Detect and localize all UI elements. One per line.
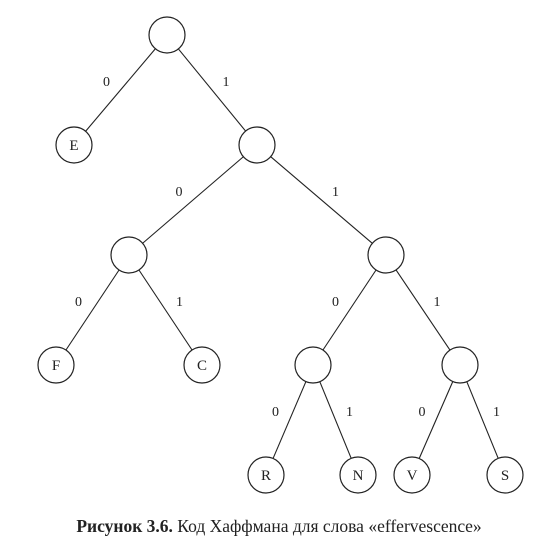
tree-edge <box>177 48 247 132</box>
edge-label-0: 0 <box>332 295 339 310</box>
edge-label-0: 0 <box>419 405 426 420</box>
tree-edge <box>319 381 352 459</box>
edge-label-1: 1 <box>346 405 353 420</box>
huffman-tree: 0 1 0 0 1 1 0 0 1 1 0 1 E F C R N V S <box>37 16 524 494</box>
node-label: F <box>52 358 60 374</box>
leaf-node-n: N <box>339 456 377 494</box>
tree-edge <box>466 381 499 459</box>
internal-node <box>110 236 148 274</box>
node-circle <box>367 236 405 274</box>
tree-edge <box>138 269 193 351</box>
leaf-node-s: S <box>486 456 524 494</box>
leaf-node-r: R <box>247 456 285 494</box>
tree-edge <box>322 269 377 351</box>
tree-edge <box>142 156 244 244</box>
node-circle <box>441 346 479 384</box>
node-circle <box>393 456 431 494</box>
node-circle <box>55 126 93 164</box>
edge-label-0: 0 <box>75 295 82 310</box>
edge-label-1: 1 <box>223 75 230 90</box>
edge-label-0: 0 <box>272 405 279 420</box>
internal-node <box>148 16 186 54</box>
edges-layer <box>65 48 499 459</box>
leaf-node-e: E <box>55 126 93 164</box>
node-label: R <box>261 468 271 484</box>
tree-edge <box>85 48 156 132</box>
tree-edge <box>270 156 373 244</box>
nodes-layer: E F C R N V S <box>37 16 524 494</box>
edge-label-1: 1 <box>176 295 183 310</box>
figure-caption: Рисунок 3.6. Код Хаффмана для слова «eff… <box>0 516 558 537</box>
node-label: E <box>69 138 78 154</box>
node-circle <box>486 456 524 494</box>
edge-label-1: 1 <box>332 185 339 200</box>
edge-label-1: 1 <box>434 295 441 310</box>
node-label: N <box>353 468 364 484</box>
node-circle <box>183 346 221 384</box>
edge-label-0: 0 <box>103 75 110 90</box>
tree-edge <box>395 269 451 351</box>
edge-labels-layer: 0 1 0 0 1 1 0 0 1 1 0 1 <box>75 75 500 420</box>
node-label: S <box>501 468 509 484</box>
node-circle <box>148 16 186 54</box>
leaf-node-c: C <box>183 346 221 384</box>
node-circle <box>238 126 276 164</box>
node-circle <box>247 456 285 494</box>
node-circle <box>37 346 75 384</box>
internal-node <box>367 236 405 274</box>
tree-edge <box>418 381 454 459</box>
node-label: C <box>197 358 207 374</box>
node-circle <box>339 456 377 494</box>
tree-edge <box>272 381 307 459</box>
internal-node <box>238 126 276 164</box>
leaf-node-v: V <box>393 456 431 494</box>
node-circle <box>294 346 332 384</box>
leaf-node-f: F <box>37 346 75 384</box>
internal-node <box>294 346 332 384</box>
edge-label-0: 0 <box>176 185 183 200</box>
tree-edge <box>65 269 120 351</box>
internal-node <box>441 346 479 384</box>
node-label: V <box>407 468 418 484</box>
figure-caption-label: Рисунок 3.6. <box>76 516 173 536</box>
figure-caption-text: Код Хаффмана для слова «effervescence» <box>177 516 482 536</box>
node-circle <box>110 236 148 274</box>
edge-label-1: 1 <box>493 405 500 420</box>
